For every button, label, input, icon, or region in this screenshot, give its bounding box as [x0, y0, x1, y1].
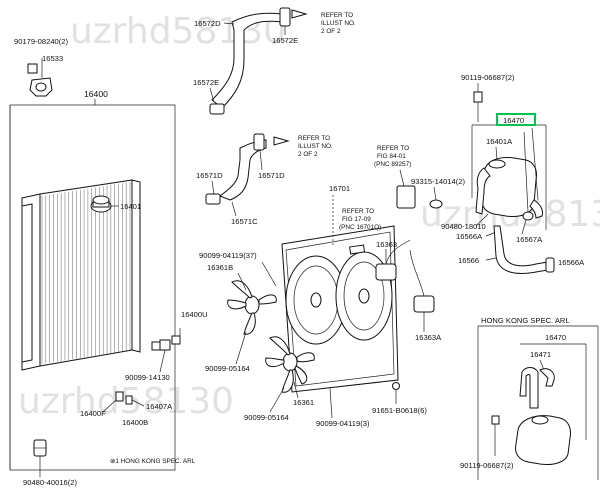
callout-16471: 16471 — [530, 350, 551, 359]
callout-16533: 16533 — [42, 54, 63, 63]
ref-mid-line3: 2 OF 2 — [298, 151, 318, 158]
callout-90480-18010: 90480-18010 — [441, 222, 486, 231]
arrow-refer-mid — [273, 136, 290, 146]
upper-hose-16572 — [209, 7, 291, 115]
connector-93315 — [396, 185, 443, 209]
callout-90179-08240: 90179-08240(2) — [14, 37, 69, 46]
note-hk-spec: HONG KONG SPEC. ARL — [481, 316, 570, 325]
ref-fig17-line3: (PNC 16701Q) — [339, 224, 381, 231]
callout-16566A-right: 16566A — [558, 258, 585, 267]
callout-90099-04119-3: 90099-04119(3) — [316, 419, 370, 428]
ref-mid-line2: ILLUST NO. — [298, 143, 333, 150]
callout-90480-40016: 90480-40016(2) — [23, 478, 78, 487]
ref-top-line2: ILLUST NO. — [321, 20, 356, 27]
callout-16571D: 16571D — [258, 171, 285, 180]
callout-90119-06687-top: 90119-06687(2) — [461, 73, 515, 82]
callout-16470-top: 16470 — [503, 116, 524, 125]
lower-cushion — [33, 439, 47, 457]
callout-90119-06687-bot: 90119-06687(2) — [460, 461, 514, 470]
callout-90099-05164-a: 90099-05164 — [205, 364, 250, 373]
callout-16566A-left: 16566A — [456, 232, 483, 241]
callout-16361: 16361 — [293, 398, 314, 407]
ref-top-line3: 2 OF 2 — [321, 28, 341, 35]
callout-16400: 16400 — [84, 89, 108, 99]
fan-motor-16363A — [409, 249, 435, 313]
fan-blade-16361B — [227, 280, 277, 335]
callout-16400F: 16400F — [80, 409, 106, 418]
lower-bolt — [115, 391, 133, 405]
callout-90099-05164-b: 90099-05164 — [244, 413, 289, 422]
arrow-refer-top — [291, 9, 308, 19]
callout-93315-14014: 93315-14014(2) — [411, 177, 466, 186]
callout-16567A: 16567A — [516, 235, 543, 244]
drain-cock — [151, 335, 181, 351]
lower-hose-16571 — [205, 133, 267, 205]
ref-fig84-line3: (PNC 89257) — [374, 161, 411, 168]
callout-16566: 16566 — [458, 256, 479, 265]
hk-reserve-tank — [491, 367, 571, 465]
ref-fig84-line2: FIG 84-01 — [377, 153, 406, 160]
callout-16571C: 16571C — [231, 217, 258, 226]
fan-motor-16363 — [375, 239, 411, 281]
callout-16470-hk: 16470 — [545, 333, 566, 342]
callout-16401A: 16401A — [486, 137, 513, 146]
hk-spec-box — [477, 325, 599, 480]
callout-16400B: 16400B — [122, 418, 148, 427]
ref-top-line1: REFER TO — [321, 12, 353, 19]
callout-16363: 16363 — [376, 240, 397, 249]
highlight-box-16470 — [496, 113, 536, 126]
fan-blade-16361 — [265, 336, 315, 393]
callout-16571D-left: 16571D — [196, 171, 223, 180]
callout-16361B: 16361B — [207, 263, 233, 272]
ref-fig17-line2: FIG 17-09 — [342, 216, 371, 223]
callout-16363A: 16363A — [415, 333, 442, 342]
callout-16572D: 16572D — [194, 19, 221, 28]
radiator-assembly — [9, 63, 181, 471]
ref-fig17-line1: REFER TO — [342, 208, 374, 215]
callout-16572E: 16572E — [193, 78, 219, 87]
radiator-cap — [90, 195, 112, 213]
callout-16401-left: 16401 — [120, 202, 141, 211]
upper-mount-bracket — [27, 63, 53, 97]
overflow-hose-16566 — [493, 225, 555, 274]
fan-shroud-16701 — [281, 225, 399, 393]
reserve-tank-16470 — [471, 91, 546, 221]
radiator-core — [21, 179, 141, 371]
note-bottom: ⊗1 HONG KONG SPEC. ARL — [110, 458, 196, 465]
callout-16701: 16701 — [329, 184, 350, 193]
callout-90099-14130: 90099-14130 — [125, 373, 170, 382]
callout-16572E-top: 16572E — [272, 36, 298, 45]
callout-16400U: 16400U — [181, 310, 208, 319]
ref-mid-line1: REFER TO — [298, 135, 330, 142]
callout-91651-B0618: 91651-B0618(6) — [372, 406, 427, 415]
callout-90099-04119-37: 90099-04119(37) — [199, 251, 257, 260]
ref-fig84-line1: REFER TO — [377, 145, 409, 152]
callout-16407A: 16407A — [146, 402, 173, 411]
